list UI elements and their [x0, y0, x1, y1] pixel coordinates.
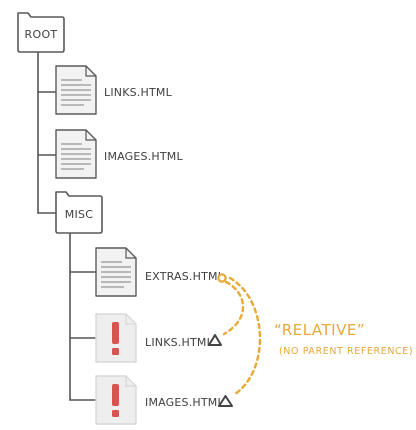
folder-icon	[55, 191, 103, 234]
file-links-root[interactable]: LINKS.HTML	[55, 65, 173, 115]
broken-document-icon	[95, 313, 137, 363]
file-images-misc[interactable]: IMAGES.HTML	[95, 375, 225, 425]
document-icon	[95, 247, 137, 297]
folder-icon	[17, 12, 65, 53]
folder-root-label: ROOT	[25, 28, 58, 41]
file-extras[interactable]: EXTRAS.HTML	[95, 247, 225, 297]
folder-misc-label: MISC	[65, 208, 94, 221]
file-extras-label: EXTRAS.HTML	[145, 270, 225, 283]
folder-root[interactable]: ROOT	[17, 12, 65, 53]
arrowhead-links	[208, 334, 222, 346]
broken-document-icon	[95, 375, 137, 425]
file-links-misc[interactable]: LINKS.HTML	[95, 313, 214, 363]
arrowhead-images	[218, 395, 233, 407]
warning-icon	[112, 322, 119, 355]
relative-annotation: “RELATIVE” (NO PARENT REFERENCE)	[274, 321, 413, 357]
folder-misc[interactable]: MISC	[55, 191, 103, 234]
arc-to-images	[228, 276, 262, 396]
annotation-subtitle: (NO PARENT REFERENCE)	[279, 346, 413, 357]
tree-connectors	[37, 51, 97, 401]
origin-marker	[217, 273, 227, 283]
relative-path-arrows	[208, 273, 262, 407]
file-links-misc-label: LINKS.HTML	[145, 336, 214, 349]
document-icon	[55, 65, 97, 115]
warning-icon	[112, 384, 119, 417]
file-images-root-label: IMAGES.HTML	[104, 150, 184, 163]
document-icon	[55, 129, 97, 179]
file-images-misc-label: IMAGES.HTML	[145, 396, 225, 409]
file-links-root-label: LINKS.HTML	[104, 86, 173, 99]
file-images-root[interactable]: IMAGES.HTML	[55, 129, 184, 179]
arc-to-links	[222, 280, 245, 336]
annotation-title: “RELATIVE”	[274, 321, 365, 339]
